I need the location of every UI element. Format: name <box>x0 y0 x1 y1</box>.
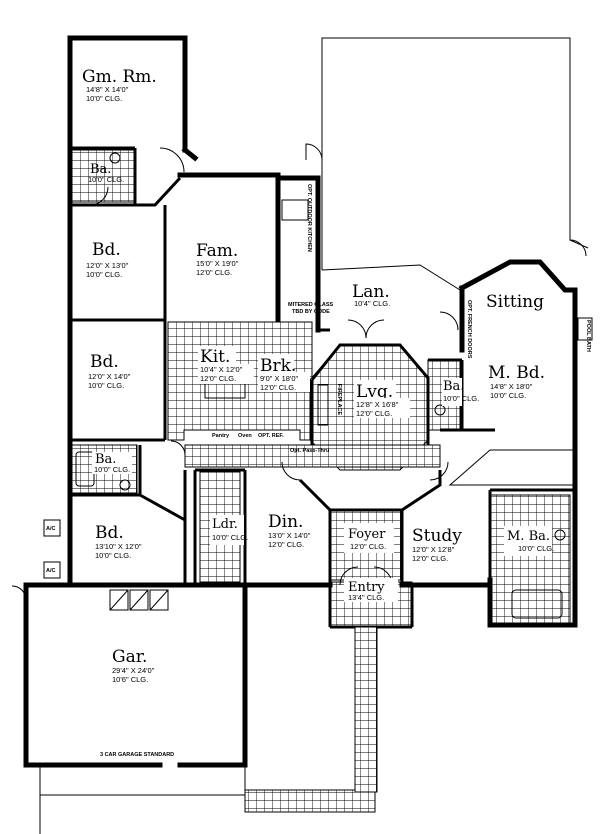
ba2-clg: 10'0" CLG. <box>94 465 130 474</box>
note-tbd-by-code: TBD BY CODE <box>292 309 330 315</box>
bd1-dim: 12'0" X 13'0" <box>86 261 129 270</box>
garage-shelf-3 <box>149 589 169 611</box>
lanai-outline <box>305 37 589 291</box>
lvg-name: Lvg. <box>356 382 393 402</box>
master-bath-toilet <box>554 529 566 541</box>
garage-shelf-1 <box>109 589 129 611</box>
fireplace-hearth <box>317 384 329 426</box>
bd1-name: Bd. <box>92 240 121 260</box>
lan-clg: 10'4" CLG. <box>354 299 390 308</box>
bd3-dim: 13'10" X 12'0" <box>95 542 142 551</box>
m-bd-clg: 10'0" CLG. <box>490 391 526 400</box>
study-clg: 12'0" CLG. <box>412 554 448 563</box>
bath2-toilet <box>119 479 131 491</box>
foyer-name: Foyer <box>348 527 386 542</box>
entry-walk <box>354 626 378 793</box>
note-pantry: Pantry <box>212 433 230 439</box>
exterior-walls <box>23 35 578 768</box>
gm-rm-clg: 10'0" CLG. <box>86 94 122 103</box>
note-opt-outdoor-kitchen: OPT. OUTDOOR KITCHEN <box>306 184 312 252</box>
gm-rm-name: Gm. Rm. <box>82 67 157 87</box>
study-name: Study <box>412 526 462 546</box>
plan-notes: OPT. OUTDOOR KITCHEN MITERED GLASS TBD B… <box>46 184 591 758</box>
note-pass-thru: Opt. Pass-Thru <box>290 448 329 454</box>
din-dim: 13'0" X 14'0" <box>268 531 311 540</box>
kit-clg: 12'0" CLG. <box>200 374 236 383</box>
brk-name: Brk. <box>260 356 296 376</box>
bath1-toilet <box>109 152 121 164</box>
lvg-dim: 12'8" X 16'8" <box>356 400 399 409</box>
entry-name: Entry <box>348 580 385 595</box>
ba1-clg: 10'0" CLG. <box>88 175 124 184</box>
ba3-name: Ba. <box>443 379 464 394</box>
fam-dim: 15'0" X 19'0" <box>196 259 239 268</box>
note-ac-1: A/C <box>46 526 56 532</box>
gm-rm-dim: 14'8" X 14'0" <box>86 85 129 94</box>
m-bd-dim: 14'8" X 18'0" <box>490 382 533 391</box>
note-pool-bath: POOL BATH <box>585 320 591 352</box>
bd2-dim: 12'0" X 14'0" <box>88 372 131 381</box>
note-ac-2: A/C <box>46 568 56 574</box>
front-walk <box>244 789 376 813</box>
brk-clg: 12'0" CLG. <box>260 383 296 392</box>
gar-dim: 29'4" X 24'0" <box>112 666 155 675</box>
brk-dim: 9'0" X 18'0" <box>260 374 299 383</box>
sitting-name: Sitting <box>486 292 544 312</box>
note-fireplace: FIREPLACE <box>336 384 342 416</box>
m-ba-clg: 10'0" CLG. <box>518 544 554 553</box>
room-labels: Gm. Rm. 14'8" X 14'0" 10'0" CLG. Ba. 10'… <box>82 67 554 684</box>
kit-dim: 10'4" X 12'0" <box>200 365 243 374</box>
study-dim: 12'0" X 12'8" <box>412 545 455 554</box>
foyer-clg: 12'0" CLG. <box>350 542 386 551</box>
gar-clg: 10'6" CLG. <box>112 675 148 684</box>
kit-name: Kit. <box>200 347 230 367</box>
lvg-clg: 12'0" CLG. <box>356 409 392 418</box>
gar-name: Gar. <box>112 647 147 667</box>
ldr-clg: 10'0" CLG. <box>212 533 248 542</box>
garage-shelf-2 <box>129 589 149 611</box>
master-tub <box>511 589 563 619</box>
bath3-toilet <box>434 404 446 416</box>
bd2-clg: 10'0" CLG. <box>88 381 124 390</box>
din-name: Din. <box>268 512 303 532</box>
entry-clg: 13'4" CLG. <box>348 593 384 602</box>
note-mitered-glass: MITERED GLASS <box>288 302 334 308</box>
note-opt-ref: OPT. REF. <box>258 433 284 439</box>
lan-name: Lan. <box>352 282 390 302</box>
note-opt-french-doors: OPT. FRENCH DOORS <box>466 300 472 359</box>
master-closet-tub <box>448 449 576 486</box>
fam-clg: 12'0" CLG. <box>196 268 232 277</box>
driveway <box>39 626 378 834</box>
bd1-clg: 10'0" CLG. <box>86 270 122 279</box>
master-bath-tile-floor <box>489 494 571 626</box>
note-garage-caption: 3 CAR GARAGE STANDARD <box>100 752 174 758</box>
m-bd-name: M. Bd. <box>488 363 545 383</box>
outdoor-kitchen-grill <box>281 199 309 221</box>
bd3-name: Bd. <box>95 523 124 543</box>
m-ba-name: M. Ba. <box>507 529 550 544</box>
bd3-clg: 10'0" CLG. <box>95 551 131 560</box>
ba2-name: Ba. <box>95 452 116 467</box>
ba1-name: Ba. <box>90 162 111 177</box>
note-oven: Oven <box>238 433 252 439</box>
ldr-name: Ldr. <box>212 517 238 532</box>
interior-walls <box>70 146 575 629</box>
pool-equip <box>577 317 593 341</box>
fam-name: Fam. <box>196 241 238 261</box>
ac-unit-2 <box>43 561 61 579</box>
tiled-floors <box>71 149 571 628</box>
ac-unit-1 <box>43 519 61 537</box>
bd2-name: Bd. <box>90 352 119 372</box>
din-clg: 12'0" CLG. <box>268 540 304 549</box>
ba3-clg: 10'0" CLG. <box>443 394 479 403</box>
